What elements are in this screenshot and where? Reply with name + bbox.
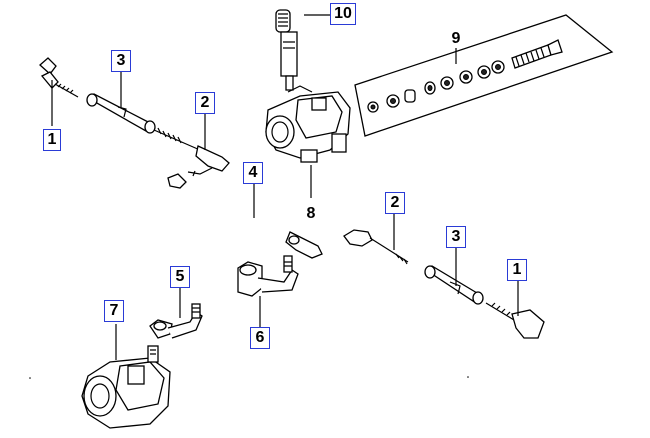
pitman-arm: [149, 288, 203, 339]
callout-part-1-right[interactable]: 1: [507, 259, 527, 281]
callout-part-10[interactable]: 10: [330, 3, 356, 25]
input-shaft-valve: [275, 9, 330, 91]
callout-part-4[interactable]: 4: [243, 162, 263, 184]
seal-kit-panel: [354, 14, 614, 137]
seal-kit-rings: [367, 60, 505, 113]
callout-part-3-left[interactable]: 3: [111, 50, 131, 72]
label-part-8: 8: [306, 205, 316, 222]
adjuster-sleeve-left: [86, 70, 156, 134]
callout-part-6[interactable]: 6: [250, 327, 270, 349]
label-part-9: 9: [451, 30, 461, 47]
tie-rod-end-right-inner: [343, 214, 409, 265]
adjuster-sleeve-right: [424, 248, 484, 305]
callout-part-7[interactable]: 7: [104, 300, 124, 322]
callout-part-3-right[interactable]: 3: [446, 226, 466, 248]
center-link: [167, 173, 323, 259]
callout-part-2-left[interactable]: 2: [195, 92, 215, 114]
idler-arm: [237, 255, 299, 327]
steering-gear-lower: [81, 324, 171, 429]
callout-part-5[interactable]: 5: [170, 266, 190, 288]
tie-rod-end-right: [485, 280, 545, 339]
steering-gear-upper: [265, 85, 351, 198]
tie-rod-end-left: [39, 57, 79, 126]
seal-kit-threaded-shaft: [511, 39, 563, 69]
callout-part-2-right[interactable]: 2: [385, 192, 405, 214]
callout-part-1-left[interactable]: 1: [43, 129, 61, 151]
inner-tie-rod-left: [153, 110, 230, 177]
